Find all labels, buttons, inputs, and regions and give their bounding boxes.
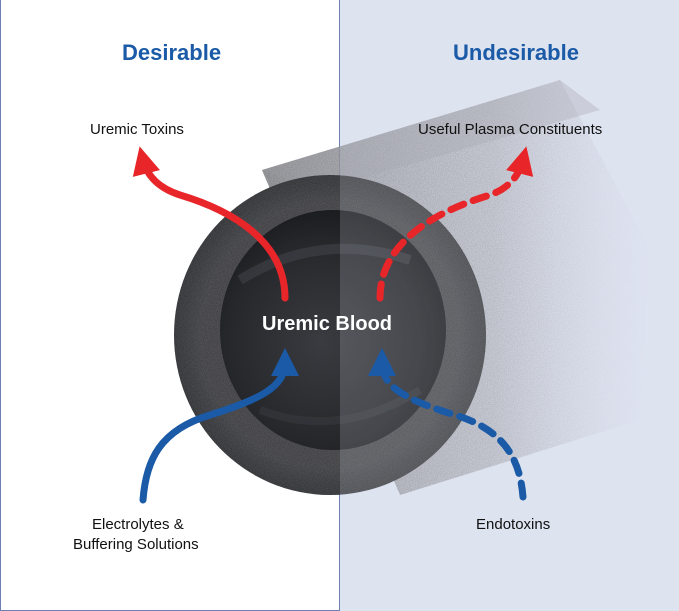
label-electrolytes-line2: Buffering Solutions [73,536,199,553]
undesirable-overlay [340,0,679,611]
label-useful-plasma-constituents: Useful Plasma Constituents [418,121,603,138]
label-electrolytes-line1: Electrolytes & [92,516,184,533]
label-uremic-blood: Uremic Blood [262,313,393,335]
heading-desirable: Desirable [122,40,222,65]
arrow-useful-plasma [376,146,534,302]
arrow-endotoxins [368,348,527,501]
label-endotoxins: Endotoxins [476,516,551,533]
arrow-uremic-toxins [132,146,289,302]
heading-undesirable: Undesirable [453,40,579,65]
tube-cross-section [174,175,486,495]
arrow-electrolytes [139,348,299,504]
label-uremic-toxins: Uremic Toxins [90,121,184,138]
